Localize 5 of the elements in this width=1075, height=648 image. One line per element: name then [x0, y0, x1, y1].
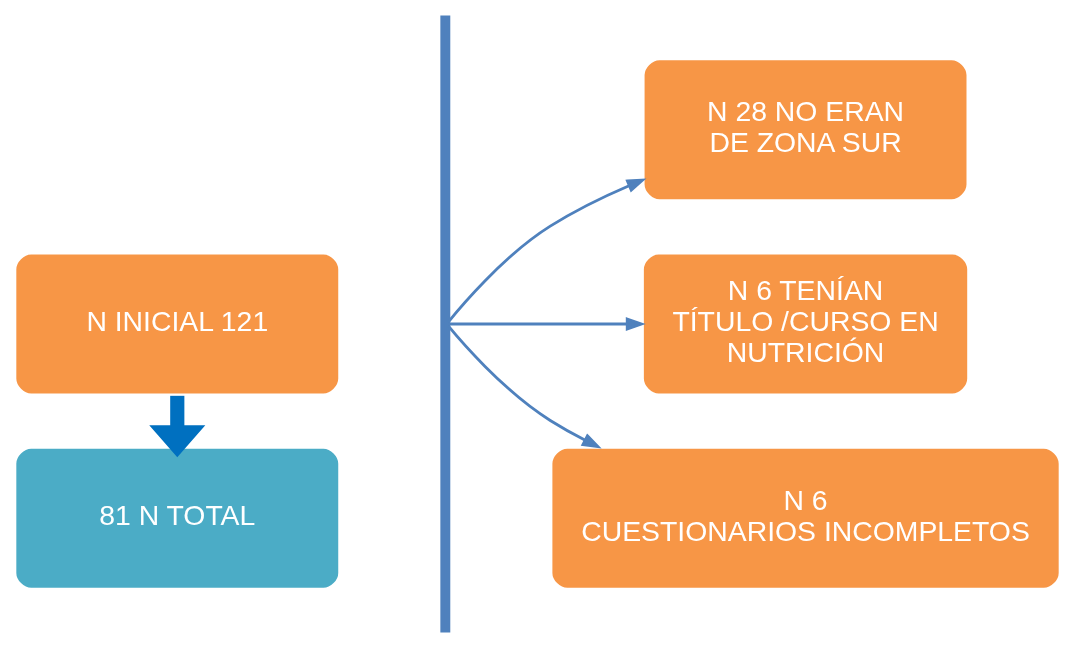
arrow: [447, 325, 602, 449]
node-bar: [440, 15, 451, 633]
arrow: [447, 178, 647, 323]
arrow: [448, 317, 646, 331]
arrow: [149, 395, 206, 458]
